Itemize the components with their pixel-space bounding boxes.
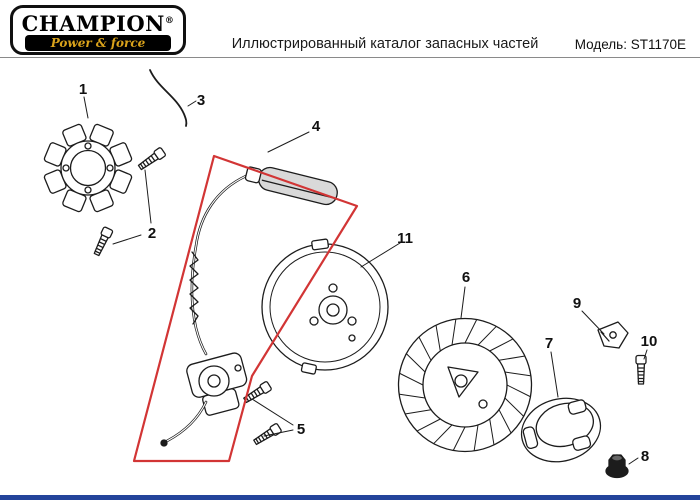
callouts: 1 2 3 4 5 6 7 8 9 10 11 bbox=[79, 81, 658, 465]
bracket-part bbox=[597, 321, 629, 349]
nut-part bbox=[605, 454, 629, 479]
footer-bar bbox=[0, 495, 700, 500]
logo-brand-text: CHAMPION bbox=[21, 11, 165, 36]
callout-6: 6 bbox=[462, 269, 470, 286]
starter-mechanism bbox=[160, 352, 248, 447]
callout-4: 4 bbox=[312, 118, 321, 135]
stator-bolt-a bbox=[136, 146, 167, 173]
stator-bolt-b bbox=[91, 225, 114, 258]
callout-8: 8 bbox=[641, 448, 649, 465]
parts-diagram: 1 2 3 4 5 6 7 8 9 10 11 bbox=[43, 69, 658, 479]
starter-spring bbox=[189, 251, 199, 325]
callout-leader-lines bbox=[83, 96, 648, 465]
callout-2: 2 bbox=[148, 225, 156, 242]
model-label: Модель: ST1170E bbox=[574, 37, 686, 52]
starter-cup-part bbox=[520, 397, 602, 463]
stator-part bbox=[43, 123, 133, 213]
callout-3: 3 bbox=[197, 92, 205, 109]
recoil-starter-assembly bbox=[160, 166, 338, 447]
callout-1: 1 bbox=[79, 81, 87, 98]
starter-handle bbox=[244, 166, 338, 206]
wire-part bbox=[149, 69, 188, 127]
mechanism-bolt-b bbox=[251, 422, 283, 448]
logo-brand: CHAMPION® bbox=[13, 10, 183, 35]
callout-11: 11 bbox=[397, 230, 413, 247]
logo-tagline: Power & force bbox=[25, 35, 171, 51]
flywheel-part bbox=[397, 317, 533, 453]
starter-rope bbox=[190, 174, 248, 356]
starter-housing-part bbox=[261, 238, 389, 375]
logo-registered-mark: ® bbox=[164, 16, 175, 26]
header-divider bbox=[0, 57, 700, 58]
page-title: Иллюстрированный каталог запасных частей bbox=[231, 36, 539, 52]
callout-10: 10 bbox=[641, 333, 658, 350]
mounting-bolt-part bbox=[635, 354, 647, 385]
flywheel-blades bbox=[399, 319, 531, 451]
recoil-starter-highlight bbox=[132, 154, 359, 463]
champion-logo: CHAMPION® Power & force bbox=[10, 5, 186, 55]
callout-7: 7 bbox=[545, 335, 553, 352]
callout-9: 9 bbox=[573, 295, 581, 312]
callout-5: 5 bbox=[297, 421, 305, 438]
